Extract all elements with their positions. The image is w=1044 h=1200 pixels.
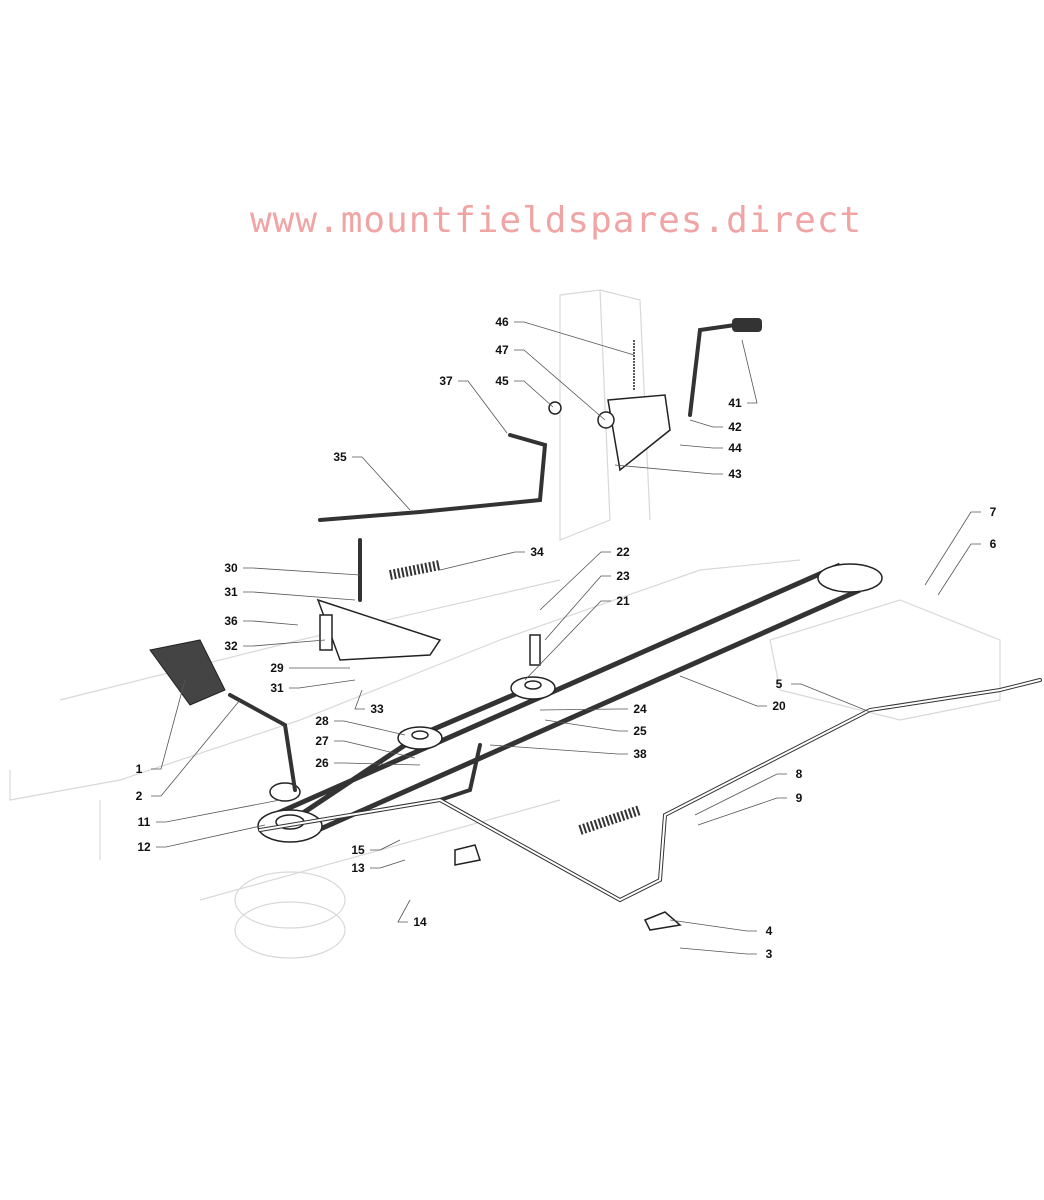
callout-leader-line <box>156 799 281 823</box>
callout-number: 42 <box>728 420 742 434</box>
callout-leader-line <box>354 689 365 710</box>
callout-leader-line <box>156 824 266 848</box>
callout-leader-line <box>697 797 787 826</box>
callout-number: 21 <box>616 594 630 608</box>
callout-number: 25 <box>633 724 647 738</box>
callout-number: 35 <box>333 450 347 464</box>
callout-leader-line <box>397 899 411 923</box>
callout-number: 6 <box>990 537 997 551</box>
callout-leader-line <box>614 464 723 475</box>
callout-number: 22 <box>616 545 630 559</box>
callout-number: 1 <box>136 762 143 776</box>
callout-number: 47 <box>495 343 509 357</box>
callout-leader-line <box>544 575 611 641</box>
callout-leader-line <box>489 744 628 755</box>
callout-number: 11 <box>138 815 151 829</box>
callout-number: 31 <box>270 681 284 695</box>
callout-leader-line <box>514 380 554 408</box>
callout-number: 43 <box>728 467 742 481</box>
callout-number: 24 <box>633 702 647 716</box>
callout-leader-line <box>439 551 525 571</box>
callout-leader-line <box>924 511 981 586</box>
chassis-ghost-outline <box>9 289 1001 959</box>
callout-leader-line <box>679 444 723 449</box>
callout-leader-line <box>669 919 757 932</box>
callout-leaders <box>151 321 981 955</box>
linkage-rods <box>149 318 1042 931</box>
callout-leader-line <box>539 708 628 711</box>
callout-leader-line <box>334 762 421 766</box>
callout-number: 31 <box>224 585 238 599</box>
callout-leader-line <box>694 773 787 816</box>
callout-leader-line <box>370 859 406 869</box>
callout-leader-line <box>514 321 635 356</box>
callout-number: 41 <box>728 396 742 410</box>
callout-number: 2 <box>136 789 143 803</box>
callout-number: 27 <box>315 734 329 748</box>
callout-number: 12 <box>137 840 151 854</box>
callout-leader-line <box>741 339 758 404</box>
callout-number: 33 <box>370 702 384 716</box>
callout-leader-line <box>352 456 411 511</box>
callout-number: 38 <box>633 747 647 761</box>
callout-number: 23 <box>616 569 630 583</box>
callout-leader-line <box>151 679 186 770</box>
callout-leader-line <box>243 591 356 601</box>
callout-leader-line <box>334 720 406 736</box>
callout-number: 5 <box>776 677 783 691</box>
callout-leader-line <box>524 600 611 681</box>
callout-number: 4 <box>766 924 773 938</box>
callout-number: 14 <box>413 915 427 929</box>
callout-leader-line <box>151 699 241 797</box>
callout-number: 7 <box>990 505 997 519</box>
callout-number: 28 <box>315 714 329 728</box>
callout-number: 32 <box>224 639 238 653</box>
callout-number: 44 <box>728 441 742 455</box>
pulleys <box>257 563 883 843</box>
callout-number: 29 <box>270 661 284 675</box>
callout-leader-line <box>679 947 757 955</box>
callout-leader-line <box>514 349 606 421</box>
callout-leader-line <box>458 380 508 434</box>
callout-number: 34 <box>530 545 544 559</box>
callout-number: 46 <box>495 315 509 329</box>
callout-leader-line <box>289 679 356 689</box>
callout-leader-line <box>370 839 401 851</box>
callout-number: 3 <box>766 947 773 961</box>
callout-leader-line <box>791 683 871 713</box>
callout-leader-line <box>937 543 981 596</box>
callout-leader-line <box>539 551 611 611</box>
callout-leader-line <box>243 620 299 626</box>
callout-number: 26 <box>315 756 329 770</box>
callout-number: 8 <box>796 767 803 781</box>
callout-number: 9 <box>796 791 803 805</box>
callout-number: 15 <box>351 843 365 857</box>
callout-leader-line <box>544 719 628 732</box>
callout-number: 37 <box>439 374 453 388</box>
callout-leader-line <box>243 567 361 576</box>
callout-number: 13 <box>351 861 365 875</box>
callout-leader-line <box>689 419 723 428</box>
callout-leader-line <box>334 740 416 759</box>
callout-number: 20 <box>772 699 786 713</box>
callout-number: 45 <box>495 374 509 388</box>
callout-number: 30 <box>224 561 238 575</box>
drive-belt <box>260 562 862 841</box>
callout-leader-line <box>679 675 767 707</box>
watermark: www.mountfieldspares.direct <box>250 200 863 241</box>
callout-number: 36 <box>224 614 238 628</box>
callout-leader-line <box>243 639 326 647</box>
